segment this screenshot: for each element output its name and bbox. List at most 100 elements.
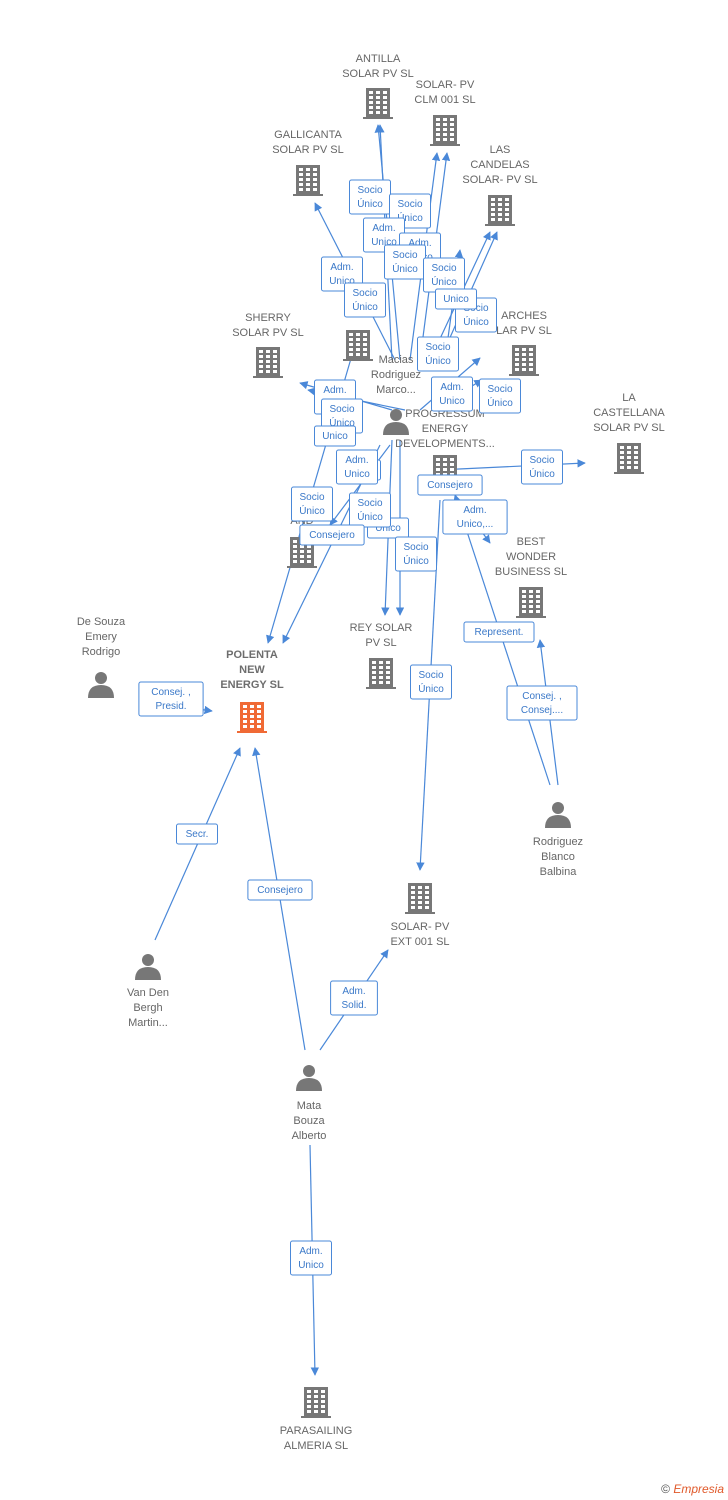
node-label[interactable]: ENERGY [422, 423, 469, 435]
person-icon[interactable] [135, 954, 161, 980]
node-marches[interactable]: ARCHES LAR PV SL [496, 310, 552, 376]
edge-label-box[interactable]: Consejero [299, 524, 365, 546]
node-label[interactable]: ENERGY SL [220, 679, 284, 691]
edge-label-box[interactable]: Adm.Unico [336, 449, 378, 485]
node-antilla[interactable]: ANTILLA SOLAR PV SL [342, 53, 414, 119]
edge-label-box[interactable]: Consejero [247, 879, 313, 901]
edge-label-box[interactable]: Secr. [176, 823, 218, 845]
person-icon[interactable] [545, 802, 571, 828]
building-icon[interactable] [301, 1387, 331, 1418]
edge-label-box[interactable]: Consejero [417, 474, 483, 496]
node-label[interactable]: EXT 001 SL [390, 936, 449, 948]
building-icon[interactable] [366, 658, 396, 689]
building-icon[interactable] [237, 702, 267, 733]
node-label[interactable]: ARCHES [501, 310, 547, 322]
node-label[interactable]: Bouza [293, 1115, 325, 1127]
node-sherry[interactable]: SHERRY SOLAR PV SL [232, 312, 304, 378]
person-icon[interactable] [88, 672, 114, 698]
node-label[interactable]: Rodrigo [82, 646, 121, 658]
node-label[interactable]: SOLAR- PV [391, 921, 450, 933]
node-solar-pv-clm[interactable]: SOLAR- PV CLM 001 SL [414, 79, 476, 146]
node-label[interactable]: SOLAR PV SL [593, 422, 665, 434]
node-label[interactable]: REY SOLAR [350, 622, 413, 634]
node-label[interactable]: SOLAR- PV SL [462, 174, 537, 186]
node-label[interactable]: Bergh [133, 1002, 162, 1014]
building-icon[interactable] [509, 345, 539, 376]
building-icon[interactable] [293, 165, 323, 196]
node-la-castellana[interactable]: LA CASTELLANA SOLAR PV SL [593, 392, 665, 474]
node-rey-solar[interactable]: REY SOLAR PV SL [350, 622, 413, 689]
building-icon[interactable] [343, 330, 373, 361]
node-label[interactable]: LA [622, 392, 636, 404]
node-label[interactable]: SOLAR PV SL [342, 68, 414, 80]
person-icon[interactable] [383, 409, 409, 435]
building-icon[interactable] [516, 587, 546, 618]
node-label[interactable]: CLM 001 SL [414, 94, 475, 106]
node-label[interactable]: Emery [85, 631, 117, 643]
node-label[interactable]: POLENTA [226, 649, 278, 661]
node-label[interactable]: Alberto [292, 1130, 327, 1142]
node-label[interactable]: ANTILLA [356, 53, 401, 65]
building-icon[interactable] [614, 443, 644, 474]
node-label[interactable]: Rodriguez [371, 369, 421, 381]
node-label[interactable]: De Souza [77, 616, 126, 628]
node-label[interactable]: Rodriguez [533, 836, 583, 848]
node-label[interactable]: Macias [379, 354, 414, 366]
empresia-logo[interactable]: Empresia [673, 1482, 724, 1496]
building-icon[interactable] [485, 195, 515, 226]
node-label[interactable]: GALLICANTA [274, 129, 342, 141]
node-label[interactable]: BEST [517, 536, 546, 548]
node-label[interactable]: LAS [490, 144, 511, 156]
person-icon[interactable] [296, 1065, 322, 1091]
edge-label-box[interactable]: Adm.Unico,... [442, 499, 508, 535]
edge-label-box[interactable]: Represent. [463, 621, 535, 643]
node-label[interactable]: Martin... [128, 1017, 168, 1029]
edge-label-box[interactable]: Adm.Unico [431, 376, 473, 412]
node-label[interactable]: NEW [239, 664, 265, 676]
node-label[interactable]: WONDER [506, 551, 556, 563]
node-parasailing[interactable]: PARASAILING ALMERIA SL [280, 1387, 353, 1452]
node-label[interactable]: BUSINESS SL [495, 566, 567, 578]
node-label[interactable]: Blanco [541, 851, 575, 863]
edge-label-box[interactable]: Consej. ,Consej.... [506, 685, 578, 721]
node-label[interactable]: SOLAR- PV [416, 79, 475, 91]
edge-label-box[interactable]: Adm.Solid. [330, 980, 378, 1016]
node-macias[interactable]: MaciasRodriguezMarco... [371, 354, 421, 435]
node-label[interactable]: Marco... [376, 384, 416, 396]
node-label[interactable]: Van Den [127, 987, 169, 999]
node-best-wonder[interactable]: BEST WONDER BUSINESS SL [495, 536, 567, 618]
node-label[interactable]: DEVELOPMENTS... [395, 438, 495, 450]
node-label[interactable]: CANDELAS [470, 159, 529, 171]
node-label[interactable]: PARASAILING [280, 1425, 353, 1437]
node-label[interactable]: SHERRY [245, 312, 291, 324]
node-progressum[interactable]: PROGRESSUMENERGYDEVELOPMENTS... [395, 408, 495, 486]
building-icon[interactable] [430, 115, 460, 146]
node-label[interactable]: PV SL [365, 637, 396, 649]
building-icon[interactable] [363, 88, 393, 119]
node-van-den-bergh[interactable]: Van DenBerghMartin... [127, 954, 169, 1029]
node-label[interactable]: SOLAR PV SL [272, 144, 344, 156]
building-icon[interactable] [253, 347, 283, 378]
edge-label-box[interactable]: Unico [314, 425, 356, 447]
node-label[interactable]: CASTELLANA [593, 407, 665, 419]
node-label[interactable]: ALMERIA SL [284, 1440, 348, 1452]
node-label[interactable]: SOLAR PV SL [232, 327, 304, 339]
building-icon[interactable] [405, 883, 435, 914]
edge-label-box[interactable]: Adm.Unico [290, 1240, 332, 1276]
node-las-candelas[interactable]: LAS CANDELAS SOLAR- PV SL [462, 144, 538, 226]
node-polenta[interactable]: POLENTA NEW ENERGY SL [220, 649, 284, 733]
node-label[interactable]: LAR PV SL [496, 325, 552, 337]
node-label[interactable]: Balbina [540, 866, 578, 878]
